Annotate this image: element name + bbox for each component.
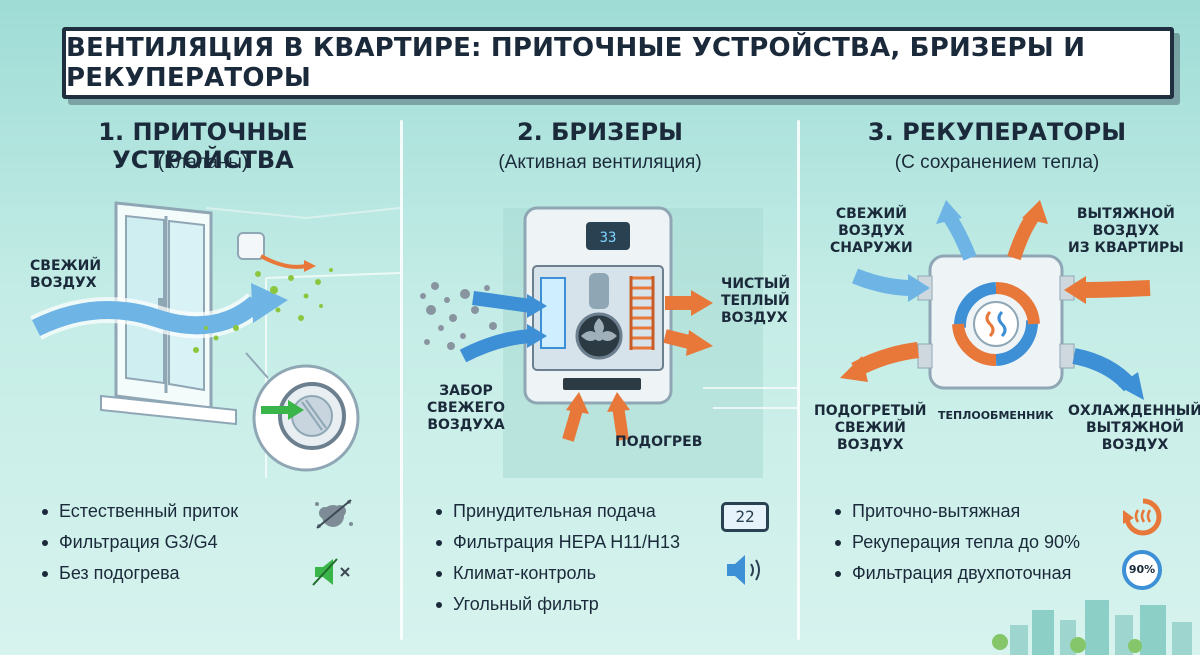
speaker-icon (727, 555, 760, 585)
list-item: Фильтрация двухпоточная (832, 558, 1080, 589)
label-exhaust-from-apartment-text: ВЫТЯЖНОЙ ВОЗДУХ ИЗ КВАРТИРЫ (1068, 206, 1184, 256)
list-item: Принудительная подача (433, 496, 680, 527)
label-cooled-exhaust-text: ОХЛАЖДЕННЫЙ ВЫТЯЖНОЙ ВОЗДУХ (1068, 403, 1200, 453)
column-divider-2 (797, 120, 800, 640)
valve-icon (237, 232, 265, 260)
feature-list: Естественный приток Фильтрация G3/G4 Без… (39, 496, 238, 589)
list-item: Естественный приток (39, 496, 238, 527)
column-subheading: (Активная вентиляция) (498, 152, 702, 173)
feature-list: Приточно-вытяжная Рекуперация тепла до 9… (832, 496, 1080, 589)
column-heading: 3. РЕКУПЕРАТОРЫ (867, 118, 1127, 146)
list-item: Угольный фильтр (433, 589, 680, 620)
filter-icon (540, 277, 566, 349)
column-recuperators: 3. РЕКУПЕРАТОРЫ (С сохранением тепла) (800, 118, 1200, 648)
column-heading: 1. ПРИТОЧНЫЕ УСТРОЙСТВА (98, 118, 308, 174)
air-particles-icon (193, 268, 333, 353)
feature-list: Принудительная подача Фильтрация HEPA H1… (433, 496, 680, 620)
thermostat-value: 22 (735, 507, 755, 526)
label-heat-exchanger: ТЕПЛООБМЕННИК (938, 409, 1054, 422)
label-fresh-air: СВЕЖИЙ ВОЗДУХ (30, 258, 101, 292)
city-skyline-icon (992, 600, 1192, 655)
label-fresh-air-intake-text: ЗАБОР СВЕЖЕГО ВОЗДУХА (427, 383, 506, 433)
label-clean-warm-air-text: ЧИСТЫЙ ТЕПЛЫЙ ВОЗДУХ (721, 276, 791, 326)
window-valve-illustration (30, 201, 400, 478)
list-item: Приточно-вытяжная (832, 496, 1080, 527)
title-banner: ВЕНТИЛЯЦИЯ В КВАРТИРЕ: ПРИТОЧНЫЕ УСТРОЙС… (62, 27, 1174, 99)
column-supply-valves: 1. ПРИТОЧНЫЕ УСТРОЙСТВА (Клапаны) (6, 118, 400, 648)
device-display-value: 33 (600, 230, 617, 246)
recuperator-illustration (840, 200, 1151, 400)
dust-particles-icon (315, 499, 353, 529)
list-item: Фильтрация G3/G4 (39, 527, 238, 558)
label-exhaust-from-apartment: ВЫТЯЖНОЙ ВОЗДУХ ИЗ КВАРТИРЫ (1068, 206, 1184, 257)
breezer-illustration: 33 (420, 206, 797, 478)
heater-icon (631, 276, 653, 350)
efficiency-gauge-icon: 90% (1122, 550, 1162, 590)
efficiency-value: 90% (1128, 563, 1156, 576)
column-divider-1 (400, 120, 403, 640)
label-fresh-air-text: СВЕЖИЙ ВОЗДУХ (30, 258, 102, 291)
column-subheading: (С сохранением тепла) (894, 152, 1100, 173)
heat-exchanger-icon (973, 301, 1019, 347)
label-fresh-air-intake: ЗАБОР СВЕЖЕГО ВОЗДУХА (427, 383, 505, 434)
label-fresh-air-outside-text: СВЕЖИЙ ВОЗДУХ СНАРУЖИ (830, 206, 913, 256)
label-heated-fresh-air-text: ПОДОГРЕТЫЙ СВЕЖИЙ ВОЗДУХ (814, 403, 927, 453)
list-item: Фильтрация HEPA H11/H13 (433, 527, 680, 558)
column-subheading: (Клапаны) (157, 152, 249, 173)
page-title: ВЕНТИЛЯЦИЯ В КВАРТИРЕ: ПРИТОЧНЫЕ УСТРОЙС… (66, 33, 1086, 93)
list-item: Рекуперация тепла до 90% (832, 527, 1080, 558)
label-fresh-air-outside: СВЕЖИЙ ВОЗДУХ СНАРУЖИ (830, 206, 913, 257)
label-cooled-exhaust: ОХЛАЖДЕННЫЙ ВЫТЯЖНОЙ ВОЗДУХ (1068, 403, 1200, 454)
list-item: Климат-контроль (433, 558, 680, 589)
thermostat-display-icon: 22 (721, 502, 769, 532)
label-clean-warm-air: ЧИСТЫЙ ТЕПЛЫЙ ВОЗДУХ (721, 276, 790, 327)
list-item: Без подогрева (39, 558, 238, 589)
column-heading: 2. БРИЗЕРЫ (516, 118, 684, 146)
label-heated-fresh-air: ПОДОГРЕТЫЙ СВЕЖИЙ ВОЗДУХ (814, 403, 927, 454)
column-breezers: 2. БРИЗЕРЫ (Активная вентиляция) 33 (403, 118, 797, 648)
muted-speaker-icon (312, 558, 350, 586)
heat-recovery-icon (1123, 498, 1162, 536)
label-heating: ПОДОГРЕВ (615, 434, 703, 450)
